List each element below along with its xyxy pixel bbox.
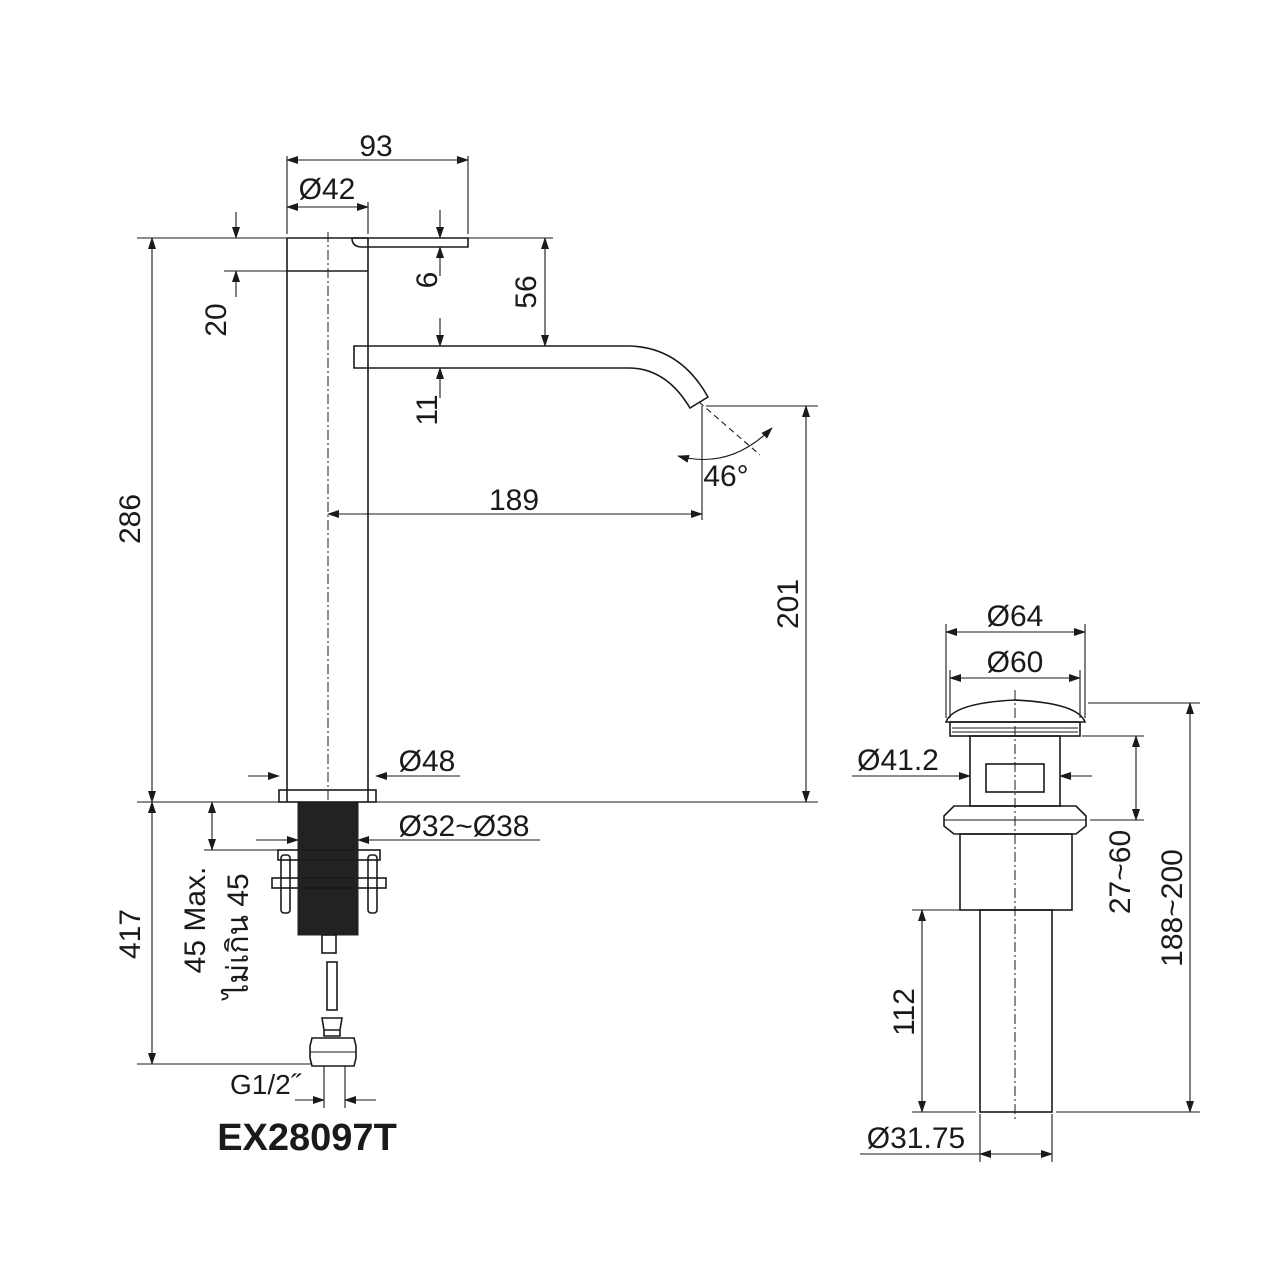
dim-201-label: 201 xyxy=(772,579,805,629)
mounting-plate xyxy=(271,877,387,889)
dim-20-label: 20 xyxy=(200,303,233,336)
lever-handle xyxy=(351,237,469,248)
dim-drain-clamp-label: 27~60 xyxy=(1104,830,1137,914)
dim-6-label: 6 xyxy=(411,272,444,289)
dim-189-label: 189 xyxy=(489,484,539,517)
drain-nut xyxy=(943,805,1087,835)
dim-thread-label: G1/2˝ xyxy=(230,1069,302,1100)
spout xyxy=(353,345,710,410)
hose-segment xyxy=(326,961,338,1011)
dim-drain-60-label: Ø60 xyxy=(987,646,1044,679)
dim-56-label: 56 xyxy=(510,275,543,308)
dim-286-label: 286 xyxy=(114,494,147,544)
clamp-bolt-left xyxy=(280,854,291,914)
dim-46-label: 46° xyxy=(703,460,748,493)
dim-45-thai-label: ไม่เกิน 45 xyxy=(220,873,255,1001)
drain-drawing: Ø64 Ø60 Ø41.2 27~60 188~200 112 Ø31.75 xyxy=(852,600,1200,1162)
faucet-drawing: 93 Ø42 20 6 56 11 286 189 46° xyxy=(114,130,818,1159)
hex-nut xyxy=(309,1037,357,1067)
dim-48-label: Ø48 xyxy=(399,745,456,778)
hose-tail xyxy=(321,934,337,954)
dim-body-dia-label: Ø42 xyxy=(299,173,356,206)
dim-11-label: 11 xyxy=(411,394,444,425)
mounting-washer xyxy=(277,849,381,861)
dim-drain-112-label: 112 xyxy=(888,988,921,1036)
dim-45-max-label: 45 Max. xyxy=(179,867,212,974)
dim-drain-64-label: Ø64 xyxy=(987,600,1044,633)
drain-tail-pipe xyxy=(979,909,1053,1113)
model-code: EX28097T xyxy=(217,1117,397,1159)
clamp-bolt-right xyxy=(367,854,378,914)
dim-93-label: 93 xyxy=(359,130,392,163)
dim-drain-total-label: 188~200 xyxy=(1156,849,1189,967)
threaded-shank xyxy=(297,802,359,936)
dim-drain-tail-label: Ø31.75 xyxy=(867,1122,965,1155)
dim-hole-label: Ø32~Ø38 xyxy=(399,810,530,843)
drain-lower-body xyxy=(959,833,1073,911)
hose-crimp xyxy=(321,1017,343,1037)
dim-drain-41-label: Ø41.2 xyxy=(857,744,939,777)
dim-417-label: 417 xyxy=(114,909,147,959)
spout-axis xyxy=(698,401,761,456)
dim-46-arc xyxy=(677,427,773,463)
